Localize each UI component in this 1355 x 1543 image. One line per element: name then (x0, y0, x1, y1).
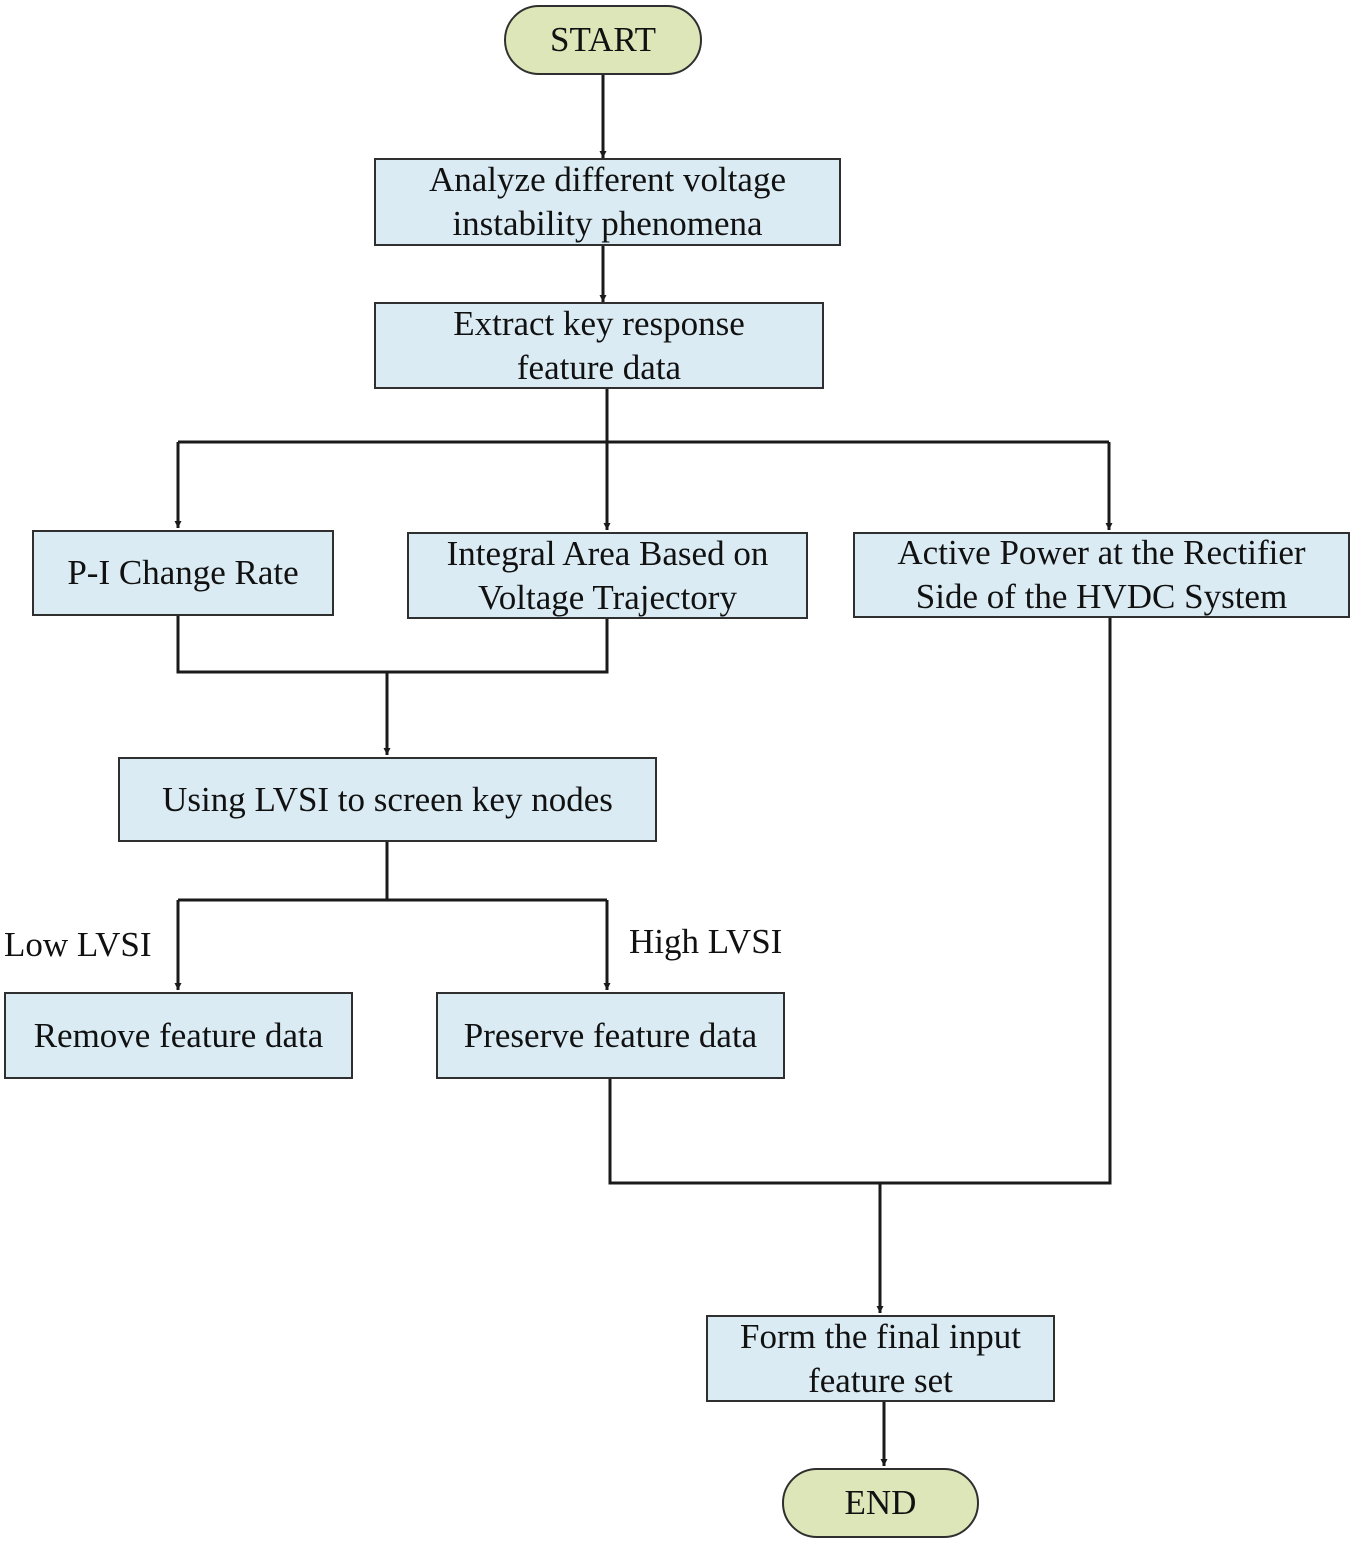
active-power-label-line-2: Side of the HVDC System (915, 577, 1288, 616)
analyze-label-line-2: instability phenomena (452, 204, 763, 243)
analyze-node: Analyze different voltage instability ph… (374, 158, 841, 246)
pi-change-rate-node: P-I Change Rate (32, 530, 334, 616)
final-feature-set-node: Form the final input feature set (706, 1315, 1055, 1402)
start-node: START (504, 5, 702, 75)
preserve-feature-label: Preserve feature data (463, 1015, 758, 1055)
final-feature-set-label-line-1: Form the final input (740, 1316, 1021, 1356)
final-feature-set-label-line-2: feature set (808, 1360, 953, 1400)
start-label: START (550, 20, 656, 60)
high-lvsi-label: High LVSI (629, 922, 783, 961)
connector-preserve-active-merge (608, 618, 1112, 1185)
extract-label-line-2: feature data (516, 347, 682, 387)
extract-label-line-1: Extract key response (453, 303, 745, 343)
end-label: END (844, 1483, 917, 1523)
lvsi-screen-node: Using LVSI to screen key nodes (118, 757, 657, 842)
end-node: END (782, 1468, 979, 1538)
connector-merge-pi-integral (176, 616, 609, 674)
integral-area-label-line-2: Voltage Trajectory (478, 577, 737, 617)
low-lvsi-label: Low LVSI (4, 925, 152, 964)
extract-node: Extract key response feature data (374, 302, 824, 389)
analyze-label-line-1: Analyze different voltage (429, 160, 786, 200)
integral-area-node: Integral Area Based on Voltage Trajector… (407, 532, 808, 619)
active-power-label-line-1: Active Power at the Rectifier (897, 533, 1306, 573)
lvsi-screen-label: Using LVSI to screen key nodes (162, 779, 613, 819)
remove-feature-label: Remove feature data (33, 1015, 324, 1055)
remove-feature-node: Remove feature data (4, 992, 353, 1079)
preserve-feature-node: Preserve feature data (436, 992, 785, 1079)
pi-change-rate-label: P-I Change Rate (67, 553, 299, 593)
active-power-node: Active Power at the Rectifier Side of th… (853, 532, 1350, 618)
integral-area-label-line-1: Integral Area Based on (446, 533, 769, 573)
